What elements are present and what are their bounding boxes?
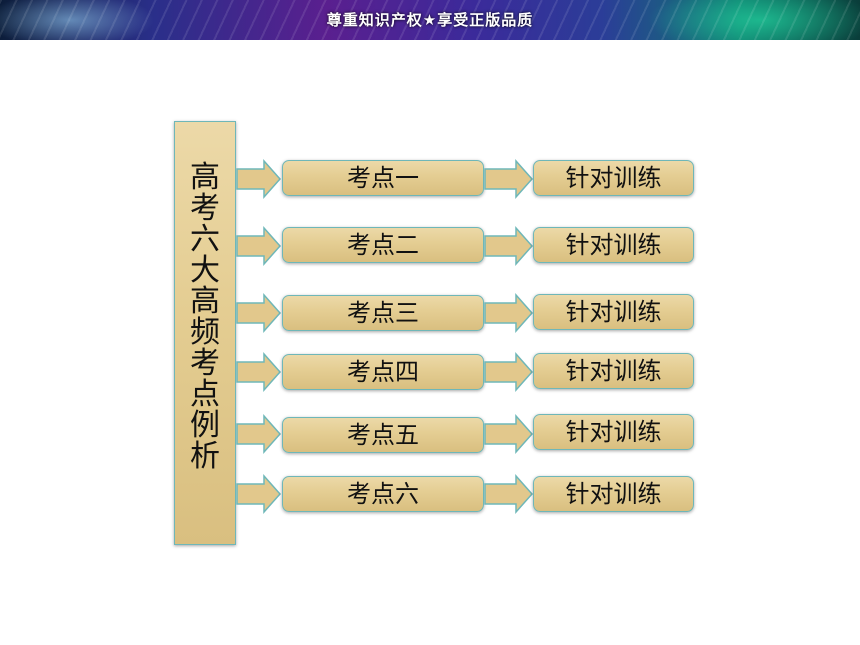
topic-label: 考点一: [347, 164, 419, 192]
main-topic-char: 点: [190, 377, 220, 412]
topic-label: 考点三: [347, 299, 419, 327]
topic-5-button[interactable]: 考点五: [282, 417, 484, 453]
arrow-right-icon: [484, 159, 534, 199]
training-6-button[interactable]: 针对训练: [533, 476, 694, 512]
training-label: 针对训练: [565, 164, 662, 192]
topic-1-button[interactable]: 考点一: [282, 160, 484, 196]
training-3-button[interactable]: 针对训练: [533, 294, 694, 330]
main-topic-char: 频: [190, 315, 220, 350]
header-banner: 尊重知识产权★享受正版品质: [0, 0, 860, 40]
topic-label: 考点二: [347, 231, 419, 259]
training-4-button[interactable]: 针对训练: [533, 353, 694, 389]
topic-label: 考点四: [347, 358, 419, 386]
main-topic-box: 高 考 六 大 高 频 考 点 例 析: [174, 121, 236, 545]
topic-4-button[interactable]: 考点四: [282, 354, 484, 390]
main-topic-label: 高 考 六 大 高 频 考 点 例 析: [175, 162, 235, 472]
training-1-button[interactable]: 针对训练: [533, 160, 694, 196]
arrow-right-icon: [236, 352, 282, 392]
training-label: 针对训练: [565, 357, 662, 385]
training-label: 针对训练: [565, 418, 662, 446]
topic-2-button[interactable]: 考点二: [282, 227, 484, 263]
training-2-button[interactable]: 针对训练: [533, 227, 694, 263]
arrow-right-icon: [236, 293, 282, 333]
main-topic-char: 高: [190, 160, 220, 195]
training-label: 针对训练: [565, 298, 662, 326]
arrow-right-icon: [236, 474, 282, 514]
arrow-right-icon: [484, 414, 534, 454]
arrow-right-icon: [236, 226, 282, 266]
banner-text: 尊重知识产权★享受正版品质: [326, 11, 534, 29]
training-label: 针对训练: [565, 480, 662, 508]
main-topic-char: 六: [190, 222, 220, 257]
topic-label: 考点六: [347, 480, 419, 508]
main-topic-char: 考: [190, 346, 220, 381]
arrow-right-icon: [236, 414, 282, 454]
main-topic-char: 析: [190, 439, 220, 474]
main-topic-char: 大: [190, 253, 220, 288]
arrow-right-icon: [484, 226, 534, 266]
main-topic-char: 例: [190, 408, 220, 443]
arrow-right-icon: [484, 352, 534, 392]
topic-3-button[interactable]: 考点三: [282, 295, 484, 331]
arrow-right-icon: [484, 293, 534, 333]
topic-label: 考点五: [347, 421, 419, 449]
main-topic-char: 考: [190, 191, 220, 226]
training-label: 针对训练: [565, 231, 662, 259]
topic-6-button[interactable]: 考点六: [282, 476, 484, 512]
training-5-button[interactable]: 针对训练: [533, 414, 694, 450]
arrow-right-icon: [484, 474, 534, 514]
main-topic-char: 高: [190, 284, 220, 319]
arrow-right-icon: [236, 159, 282, 199]
